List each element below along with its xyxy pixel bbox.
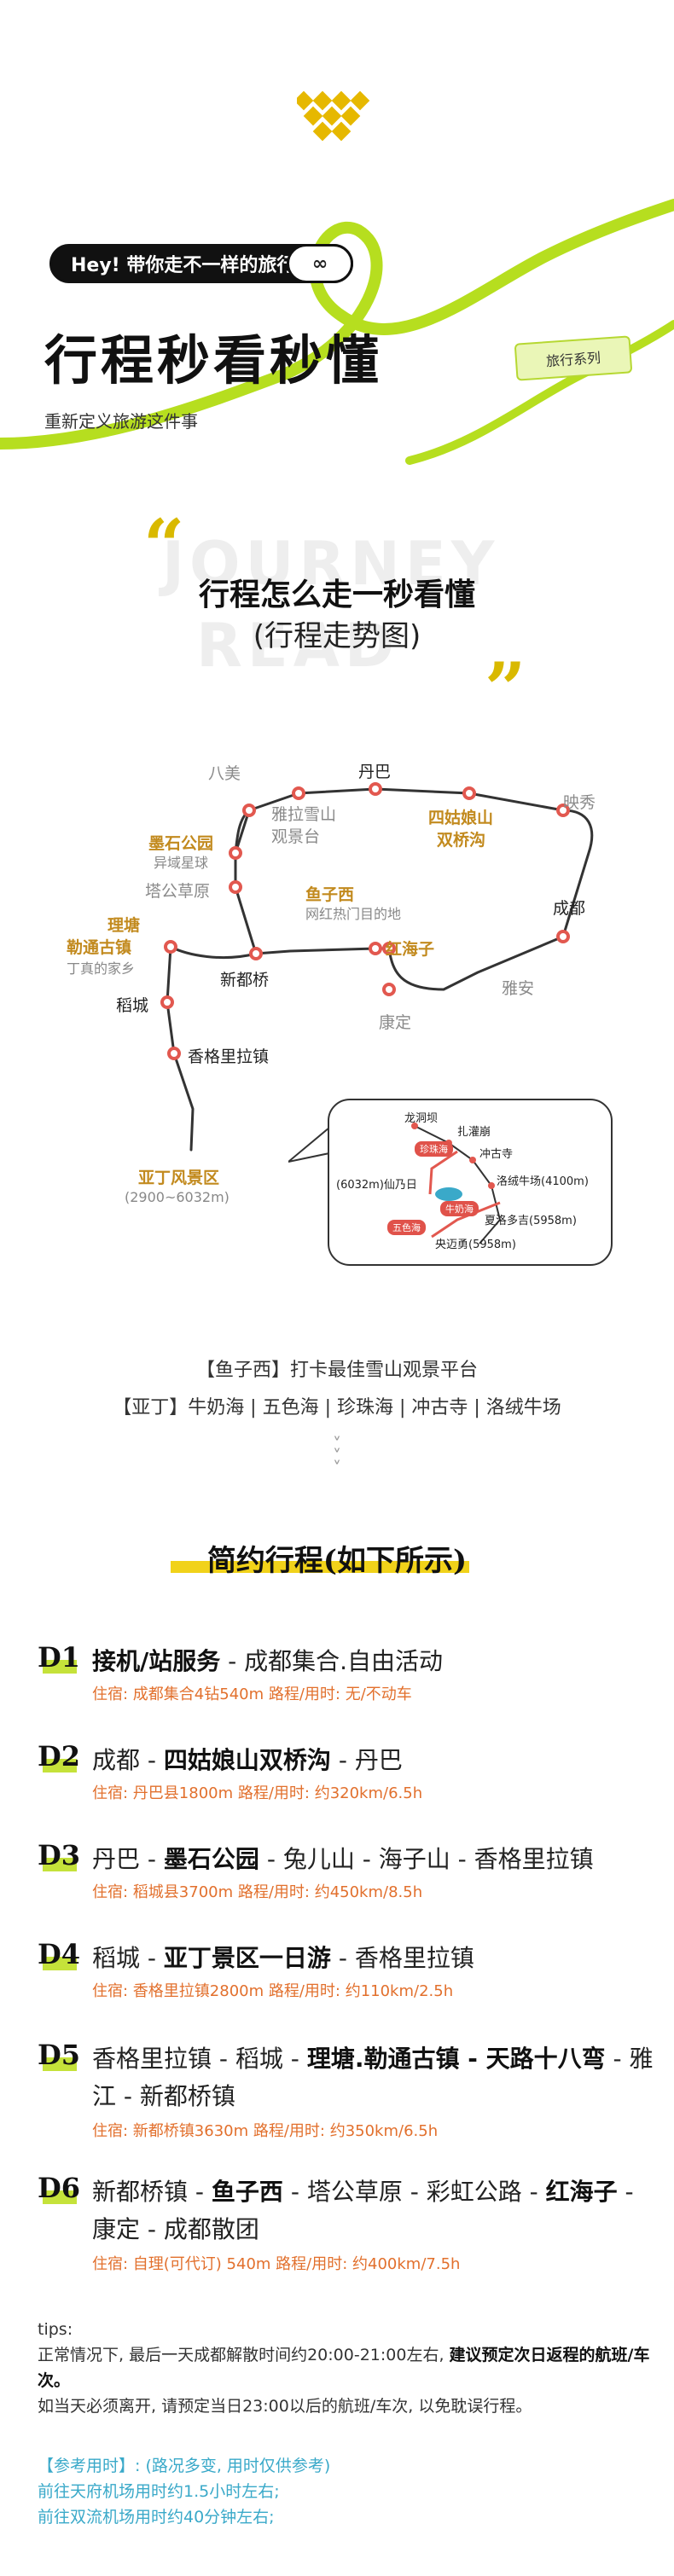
inset-tag-zhenzhu: 珍珠海: [415, 1141, 453, 1157]
map-label-kangding: 康定: [379, 1013, 412, 1032]
chevron-down-icon: ˅˅˅: [333, 1434, 341, 1478]
tips-head: tips:: [38, 2320, 73, 2339]
inset-label-yangmai: 央迈勇(5958m): [435, 1239, 516, 1251]
inset-label-xiannai: (6032m)仙乃日: [336, 1179, 417, 1192]
map-label-yala: 雅拉雪山: [271, 805, 337, 824]
watermark-read: READ: [196, 611, 399, 681]
map-label-yading: 亚丁风景区: [138, 1169, 220, 1187]
map-label-yaan: 雅安: [502, 979, 535, 998]
inset-route: [411, 1123, 502, 1244]
map-label-bamei: 八美: [208, 764, 241, 783]
day-number: D2: [38, 1740, 81, 1772]
inset-pointer: [288, 1128, 330, 1163]
map-label-litang-sub: 丁真的家乡: [67, 960, 136, 977]
yading-inset-map: 龙洞坝 扎灌崩 珍珠海 冲古寺 洛绒牛场(4100m) (6032m)仙乃日 牛…: [328, 1099, 613, 1266]
map-label-yuzixi: 鱼子西: [305, 885, 355, 904]
map-label-yingxiu: 映秀: [563, 793, 596, 812]
highlight-line-2: 【亚丁】牛奶海 | 五色海 | 珍珠海 | 冲古寺 | 洛绒牛场: [113, 1397, 561, 1419]
map-label-siguniang: 四姑娘山: [428, 809, 494, 827]
close-quote-icon: ”: [485, 647, 526, 731]
map-label-moshi-sub: 异域星球: [154, 855, 209, 871]
day-route: 新都桥镇 - 鱼子西 - 塔公草原 - 彩虹公路 - 红海子 - 康定 - 成都…: [92, 2178, 634, 2243]
map-label-siguniang-sub: 双桥沟: [437, 831, 486, 850]
map-label-chengdu: 成都: [553, 899, 586, 918]
map-label-xindu: 新都桥: [220, 971, 270, 989]
day-route: 稻城 - 亚丁景区一日游 - 香格里拉镇: [92, 1944, 474, 1972]
inset-label-zhaguan: 扎灌崩: [457, 1126, 491, 1139]
header-pill: Hey! 带你走不一样的旅行! ∞: [49, 244, 353, 283]
inset-label-chonggu: 冲古寺: [479, 1148, 514, 1161]
day-info: 住宿: 新都桥镇3630m 路程/用时: 约350km/6.5h: [92, 2122, 439, 2140]
inset-label-xialuo: 夏洛多吉(5958m): [485, 1215, 577, 1227]
pill-cap-icon: ∞: [287, 244, 353, 283]
reference-block: 【参考用时】: (路况多变, 用时仅供参考) 前往天府机场用时约1.5小时左右;…: [38, 2453, 652, 2530]
map-label-tagong: 塔公草原: [145, 882, 211, 901]
tips-line-2: 如当天必须离开, 请预定当日23:00以后的航班/车次, 以免耽误行程。: [38, 2397, 532, 2416]
map-label-yading-sub: (2900~6032m): [125, 1189, 230, 1205]
day-info: 住宿: 香格里拉镇2800m 路程/用时: 约110km/2.5h: [92, 1982, 454, 2000]
highlight-line-1: 【鱼子西】打卡最佳雪山观景平台: [195, 1360, 478, 1381]
itinerary-title: 简约行程(如下所示): [206, 1544, 468, 1578]
map-label-yala-sub: 观景台: [271, 827, 321, 846]
map-label-yuzixi-sub: 网红热门目的地: [305, 906, 402, 922]
day-info: 住宿: 成都集合4钻540m 路程/用时: 无/不动车: [92, 1685, 412, 1703]
reference-head: 【参考用时】: (路况多变, 用时仅供参考): [38, 2457, 331, 2475]
map-label-danba: 丹巴: [358, 763, 392, 781]
day-number: D1: [38, 1641, 81, 1674]
page-subtitle: 重新定义旅游这件事: [44, 411, 198, 432]
section-title: 行程怎么走一秒看懂: [198, 577, 475, 612]
open-quote-icon: “: [143, 503, 185, 588]
day-number: D6: [38, 2172, 81, 2204]
map-label-moshi: 墨石公园: [148, 834, 214, 853]
map-label-daocheng: 稻城: [116, 996, 149, 1015]
header-swoosh: [0, 199, 674, 465]
day-number: D4: [38, 1938, 81, 1970]
section-subtitle: (行程走势图): [253, 619, 421, 653]
map-label-shangri: 香格里拉镇: [188, 1047, 270, 1066]
route-map: [160, 782, 594, 1152]
tips-line-1: 正常情况下, 最后一天成都解散时间约20:00-21:00左右, 建议预定次日返…: [38, 2346, 650, 2390]
page-title: 行程秒看秒懂: [44, 329, 383, 392]
day-route: 接机/站服务 - 成都集合.自由活动: [92, 1647, 444, 1675]
day-info: 住宿: 自理(可代订) 540m 路程/用时: 约400km/7.5h: [92, 2255, 461, 2273]
itinerary-title-underline: [171, 1561, 469, 1573]
day-number: D5: [38, 2039, 81, 2071]
watermark-journey: JOURNEY: [162, 529, 500, 599]
pill-text: Hey! 带你走不一样的旅行!: [71, 255, 305, 276]
map-label-hong: 红海子: [386, 940, 435, 959]
reference-line-2: 前往双流机场用时约40分钟左右;: [38, 2508, 275, 2527]
inset-label-longlong: 龙洞坝: [404, 1112, 439, 1125]
tips-block: tips: 正常情况下, 最后一天成都解散时间约20:00-21:00左右, 建…: [38, 2317, 652, 2419]
inset-tag-wuse: 五色海: [387, 1220, 426, 1235]
inset-tag-niunai: 牛奶海: [440, 1201, 479, 1216]
map-label-litang2: 勒通古镇: [67, 938, 132, 957]
day-number: D3: [38, 1839, 81, 1871]
reference-line-1: 前往天府机场用时约1.5小时左右;: [38, 2482, 280, 2501]
day-info: 住宿: 稻城县3700m 路程/用时: 约450km/8.5h: [92, 1883, 423, 1901]
day-route: 丹巴 - 墨石公园 - 兔儿山 - 海子山 - 香格里拉镇: [92, 1845, 594, 1873]
day-route: 香格里拉镇 - 稻城 - 理塘.勒通古镇 - 天路十八弯 - 雅江 - 新都桥镇: [92, 2045, 654, 2110]
map-label-litang: 理塘: [107, 916, 141, 935]
brand-logo-icon: [297, 90, 370, 142]
day-route: 成都 - 四姑娘山双桥沟 - 丹巴: [92, 1746, 403, 1774]
day-info: 住宿: 丹巴县1800m 路程/用时: 约320km/6.5h: [92, 1784, 423, 1802]
inset-label-luorong: 洛绒牛场(4100m): [497, 1175, 589, 1188]
